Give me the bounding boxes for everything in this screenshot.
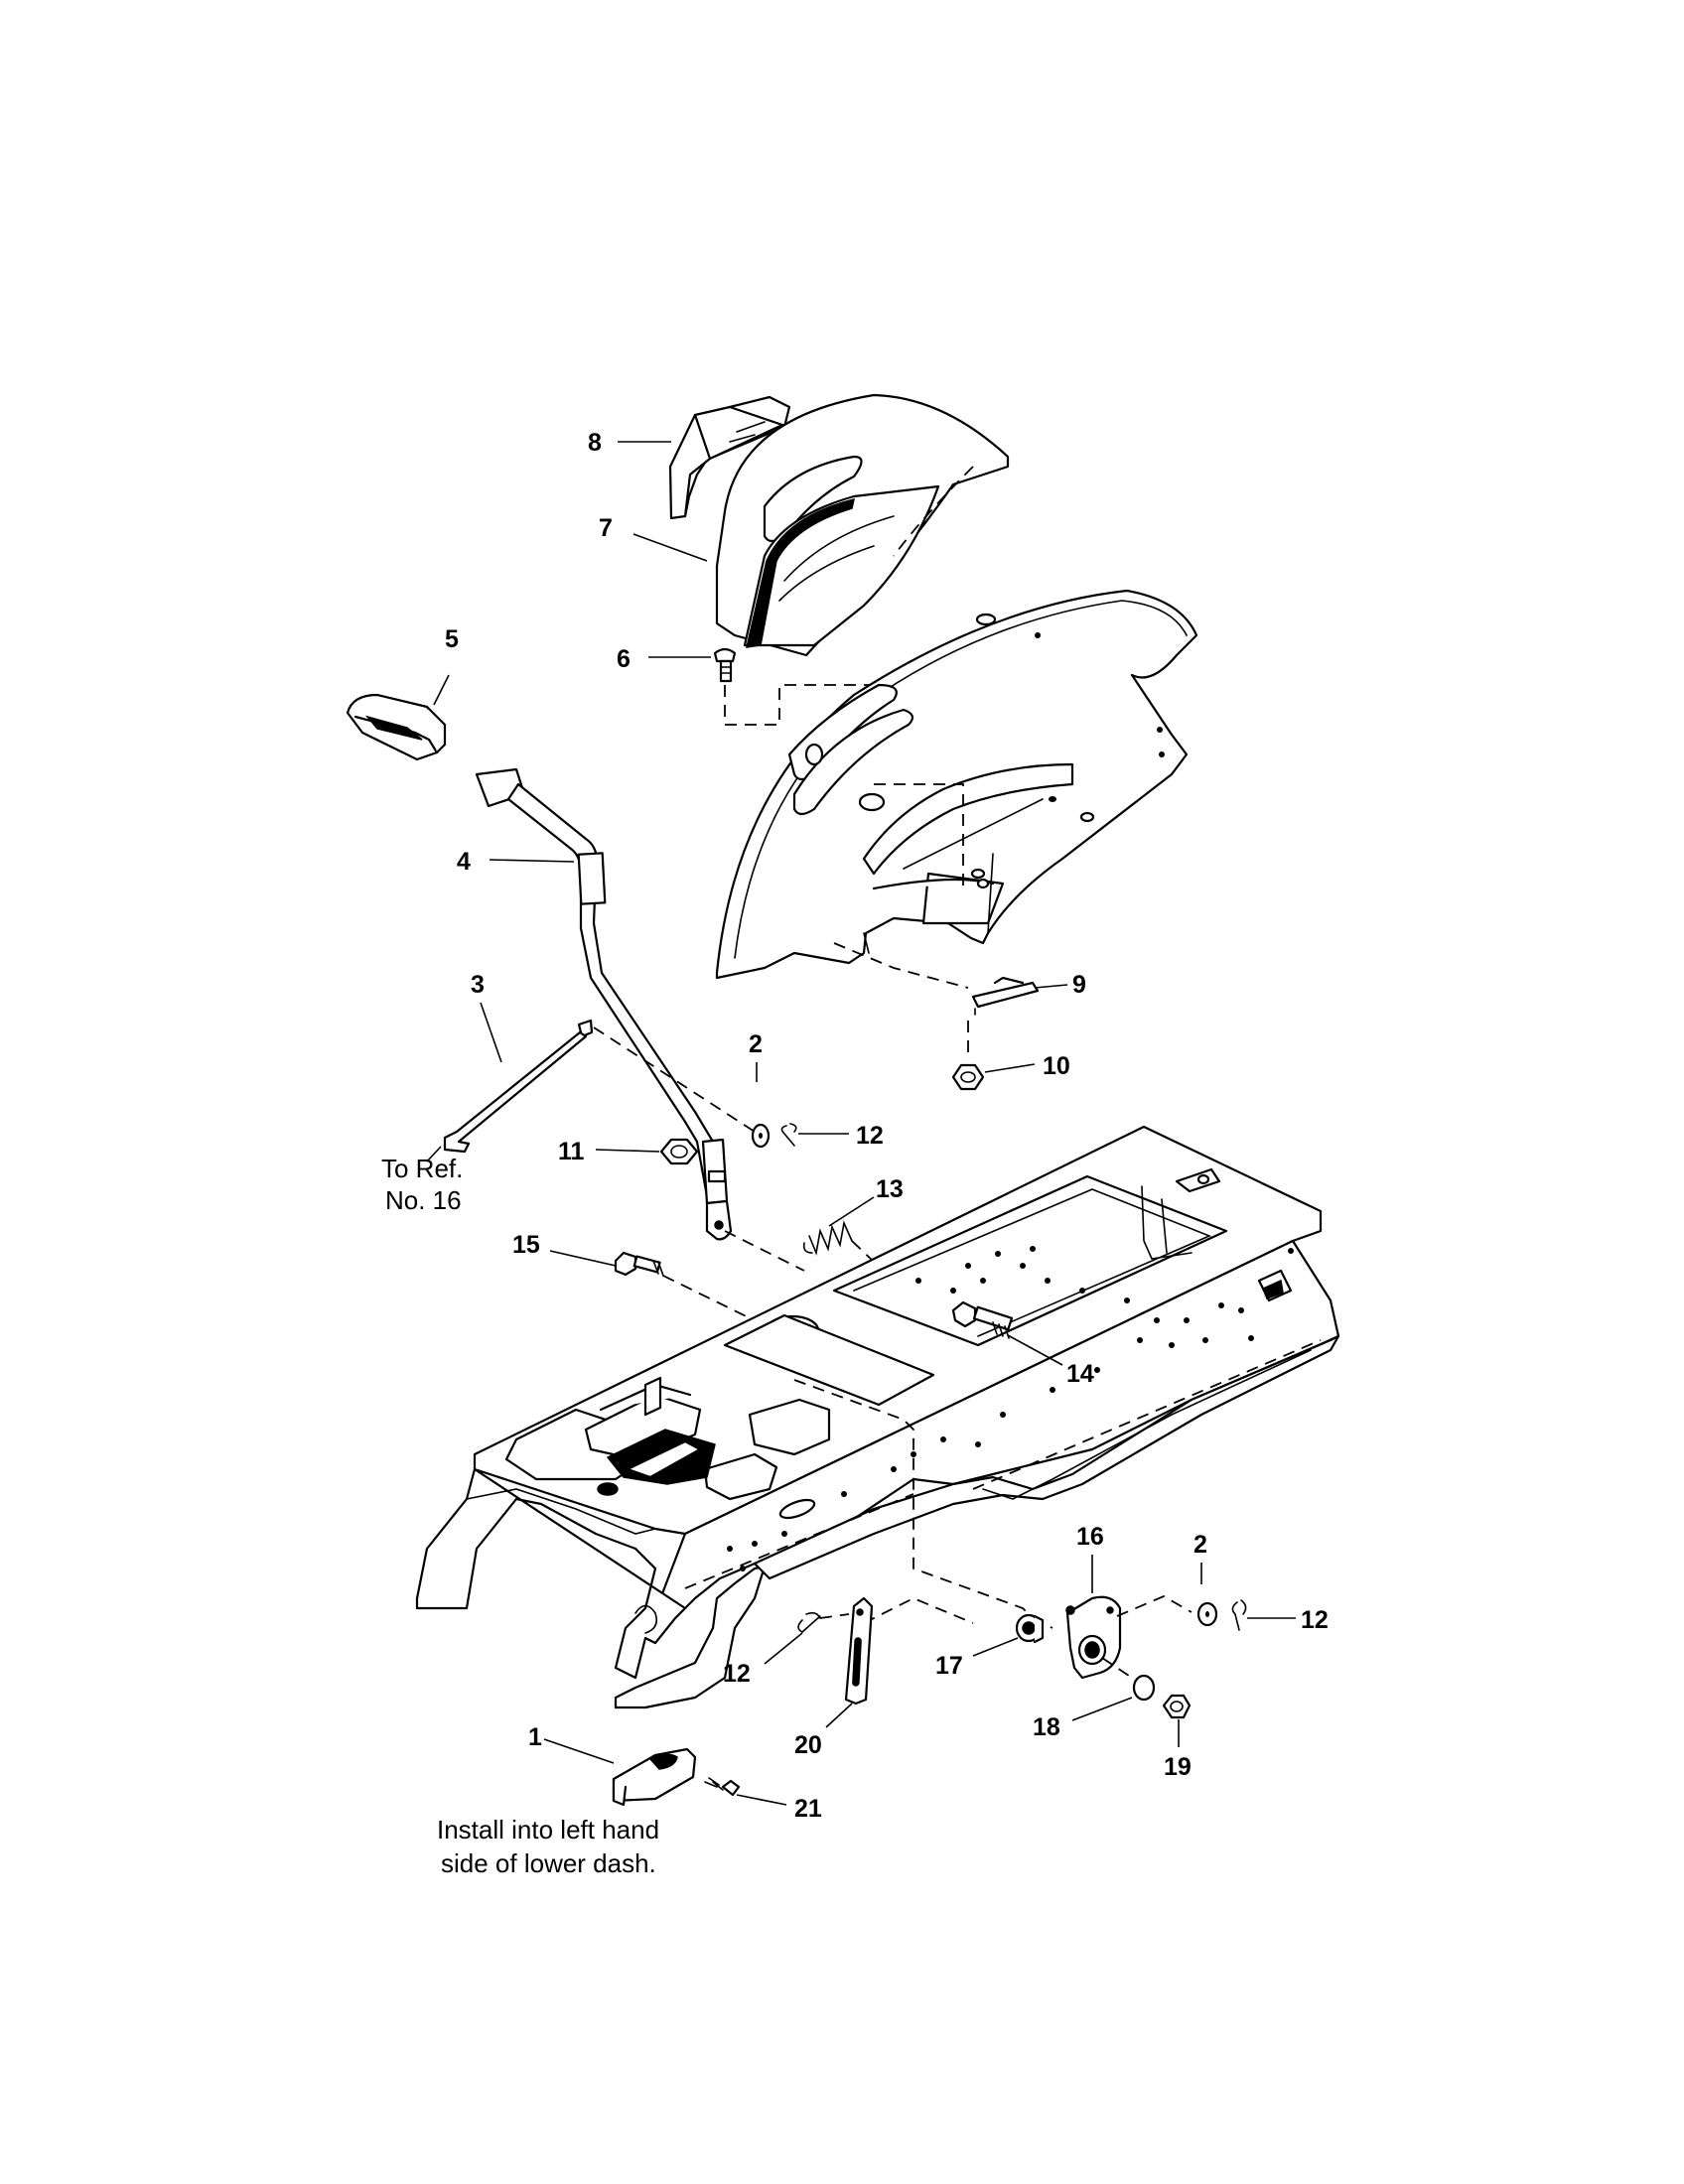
callout-11: 11 xyxy=(558,1138,585,1165)
part-12-cotter-pin-top xyxy=(780,1123,797,1147)
callout-21: 21 xyxy=(794,1795,822,1823)
part-20-link-arm xyxy=(844,1596,974,1706)
part-2-washer-top xyxy=(751,1123,771,1149)
part-21-screw xyxy=(704,1777,741,1797)
frame-holes xyxy=(727,1246,1294,1571)
part-18-washer xyxy=(1101,1657,1156,1702)
part-12-cotter-pin-right xyxy=(1231,1599,1247,1631)
callout-2-bottom: 2 xyxy=(1193,1531,1207,1559)
part-11-nut xyxy=(659,1138,699,1165)
callout-12-top: 12 xyxy=(856,1122,884,1150)
callout-14: 14 xyxy=(1066,1360,1094,1388)
main-frame xyxy=(415,1125,1340,1709)
callout-12-left: 12 xyxy=(723,1660,751,1688)
callout-19: 19 xyxy=(1164,1753,1192,1781)
callout-9: 9 xyxy=(1072,971,1086,999)
dash-panel xyxy=(715,589,1198,989)
notes: To Ref. No. 16 Install into left hand si… xyxy=(381,1154,659,1878)
leader-lines xyxy=(426,441,1296,1806)
linkage-line-to-16 xyxy=(793,1379,1029,1614)
callout-3: 3 xyxy=(471,971,485,999)
callout-10: 10 xyxy=(1043,1052,1070,1080)
part-17-bushing xyxy=(1015,1613,1053,1644)
callout-18: 18 xyxy=(1033,1713,1060,1741)
part-9-bracket xyxy=(971,976,1040,1016)
part-8-decal-strip xyxy=(668,395,791,520)
part-16-pivot-plate xyxy=(1065,1595,1122,1680)
callout-16: 16 xyxy=(1076,1523,1104,1551)
part-10-nut xyxy=(951,1021,985,1091)
callout-6: 6 xyxy=(617,645,631,673)
part-15-bolt xyxy=(614,1251,775,1331)
part-3-shift-rod xyxy=(443,1019,756,1154)
callout-4: 4 xyxy=(457,848,471,876)
part-4-shift-lever xyxy=(475,767,733,1241)
callout-5: 5 xyxy=(445,625,459,653)
ref-note-line-2: No. 16 xyxy=(385,1185,462,1215)
part-1-clip xyxy=(612,1747,697,1807)
callout-labels: 8 7 6 5 4 3 2 12 9 10 11 13 15 14 16 2 1… xyxy=(445,429,1329,1823)
part-5-knob xyxy=(346,693,447,761)
callout-17: 17 xyxy=(935,1652,963,1680)
callout-13: 13 xyxy=(876,1175,904,1203)
part-7-console-cover xyxy=(715,393,1010,657)
part-19-nut xyxy=(1162,1694,1192,1719)
callout-12-right: 12 xyxy=(1301,1606,1329,1634)
ref-note-line-1: To Ref. xyxy=(381,1154,463,1183)
callout-15: 15 xyxy=(512,1231,540,1259)
part-12-cotter-pin-left xyxy=(797,1611,850,1633)
part-2-washer-bottom xyxy=(1116,1594,1218,1627)
callout-1: 1 xyxy=(528,1723,542,1751)
callout-8: 8 xyxy=(588,429,602,457)
part-14-bolt xyxy=(951,1300,1014,1339)
callout-20: 20 xyxy=(794,1731,822,1759)
install-note-line-2: side of lower dash. xyxy=(441,1848,656,1878)
callout-2-top: 2 xyxy=(749,1030,763,1058)
callout-7: 7 xyxy=(599,514,613,542)
install-note-line-1: Install into left hand xyxy=(437,1815,659,1844)
